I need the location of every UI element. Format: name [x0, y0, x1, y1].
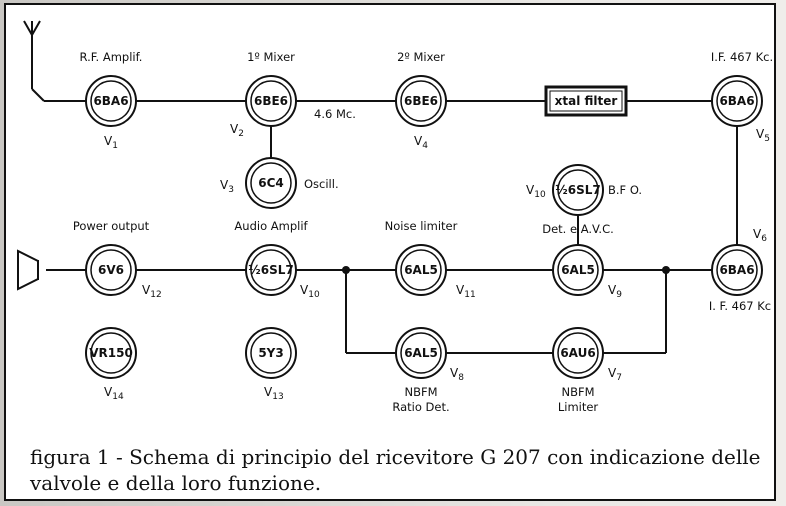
svg-text:6BE6: 6BE6	[254, 94, 288, 108]
svg-text:5Y3: 5Y3	[258, 346, 283, 360]
tube-v6: 6BA6	[711, 244, 763, 296]
label-power-output: Power output	[73, 219, 150, 233]
vnum-v4: V4	[414, 134, 428, 151]
vnum-v7: V7	[608, 366, 622, 383]
receiver-block-diagram: xtal filter 6BA6 6BE6 6C4 6BE6 6BA6 6BA6…	[17, 20, 773, 414]
xtal-filter-box: xtal filter	[544, 85, 628, 117]
vnum-v10-bfo: V10	[526, 183, 546, 200]
vnum-v9: V9	[608, 283, 622, 300]
label-if-467-bottom: I. F. 467 Kc	[709, 299, 771, 313]
vnum-v6: V6	[753, 227, 767, 244]
svg-text:6BA6: 6BA6	[719, 263, 754, 277]
svg-text:6V6: 6V6	[98, 263, 124, 277]
antenna-icon	[23, 20, 41, 38]
figure-caption: figura 1 - Schema di principio del ricev…	[30, 445, 761, 495]
label-mixer-frequency: 4.6 Mc.	[314, 107, 356, 121]
vnum-v5: V5	[756, 127, 770, 144]
label-bfo: B.F O.	[608, 183, 642, 197]
tube-v5: 6BA6	[711, 75, 763, 127]
vnum-v8: V8	[450, 366, 464, 383]
tube-v13: 5Y3	[245, 327, 297, 379]
label-nbfm-ratio-1: NBFM	[404, 385, 437, 399]
svg-text:6C4: 6C4	[258, 176, 284, 190]
tube-v7: 6AU6	[552, 327, 604, 379]
vnum-v2: V2	[230, 122, 244, 139]
svg-text:6BA6: 6BA6	[719, 94, 754, 108]
svg-text:½6SL7: ½6SL7	[555, 183, 600, 197]
tube-v10-bfo: ½6SL7	[552, 164, 604, 216]
vnum-v10-audio: V10	[300, 283, 320, 300]
vnum-v12: V12	[142, 283, 162, 300]
label-nbfm-limiter-1: NBFM	[561, 385, 594, 399]
svg-text:6AU6: 6AU6	[560, 346, 595, 360]
vnum-v13: V13	[264, 385, 284, 402]
label-if-467-top: I.F. 467 Kc.	[711, 50, 773, 64]
figure-frame	[4, 3, 776, 501]
svg-text:6AL5: 6AL5	[404, 346, 438, 360]
label-nbfm-ratio-2: Ratio Det.	[392, 400, 449, 414]
label-oscill: Oscill.	[304, 177, 339, 191]
label-det-avc: Det. e A.V.C.	[542, 222, 614, 236]
tube-v10-audio: ½6SL7	[245, 244, 297, 296]
xtal-filter-label: xtal filter	[555, 94, 618, 108]
tube-v8: 6AL5	[395, 327, 447, 379]
label-rf-amplif: R.F. Amplif.	[80, 50, 143, 64]
junction-dot-left	[342, 266, 350, 274]
tube-v11: 6AL5	[395, 244, 447, 296]
label-audio-amplif: Audio Amplif	[234, 219, 308, 233]
junction-dot-right	[662, 266, 670, 274]
label-noise-limiter: Noise limiter	[385, 219, 458, 233]
vnum-v11: V11	[456, 283, 476, 300]
vnum-v14: V14	[104, 385, 124, 402]
tube-v12: 6V6	[85, 244, 137, 296]
tube-v2: 6BE6	[245, 75, 297, 127]
tube-v4: 6BE6	[395, 75, 447, 127]
vnum-v3: V3	[220, 178, 234, 195]
svg-text:VR150: VR150	[89, 346, 133, 360]
svg-text:6BE6: 6BE6	[404, 94, 438, 108]
svg-text:6AL5: 6AL5	[404, 263, 438, 277]
tube-v3: 6C4	[245, 157, 297, 209]
tube-v1: 6BA6	[85, 75, 137, 127]
svg-text:6BA6: 6BA6	[93, 94, 128, 108]
svg-text:½6SL7: ½6SL7	[248, 263, 293, 277]
label-1-mixer: 1º Mixer	[247, 50, 295, 64]
svg-text:6AL5: 6AL5	[561, 263, 595, 277]
tube-v14: VR150	[85, 327, 137, 379]
tube-v9: 6AL5	[552, 244, 604, 296]
vnum-v1: V1	[104, 134, 118, 151]
label-2-mixer: 2º Mixer	[397, 50, 445, 64]
label-nbfm-limiter-2: Limiter	[558, 400, 599, 414]
speaker-icon	[17, 249, 39, 291]
